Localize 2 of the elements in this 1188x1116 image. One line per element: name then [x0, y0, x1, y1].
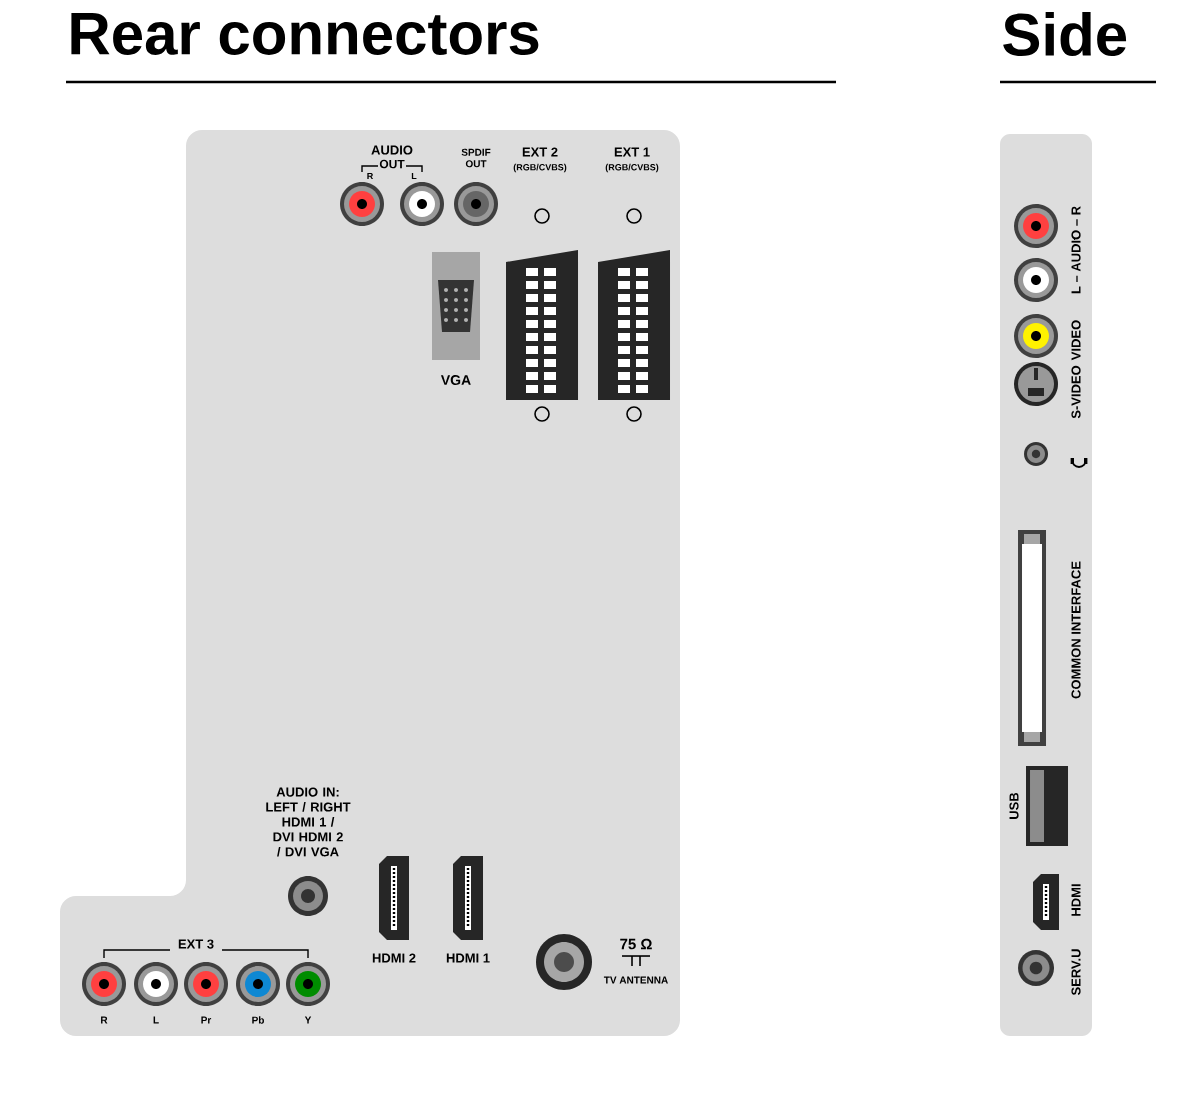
heading: Side [1003, 12, 1127, 57]
heading: Rear connectors [71, 13, 539, 55]
